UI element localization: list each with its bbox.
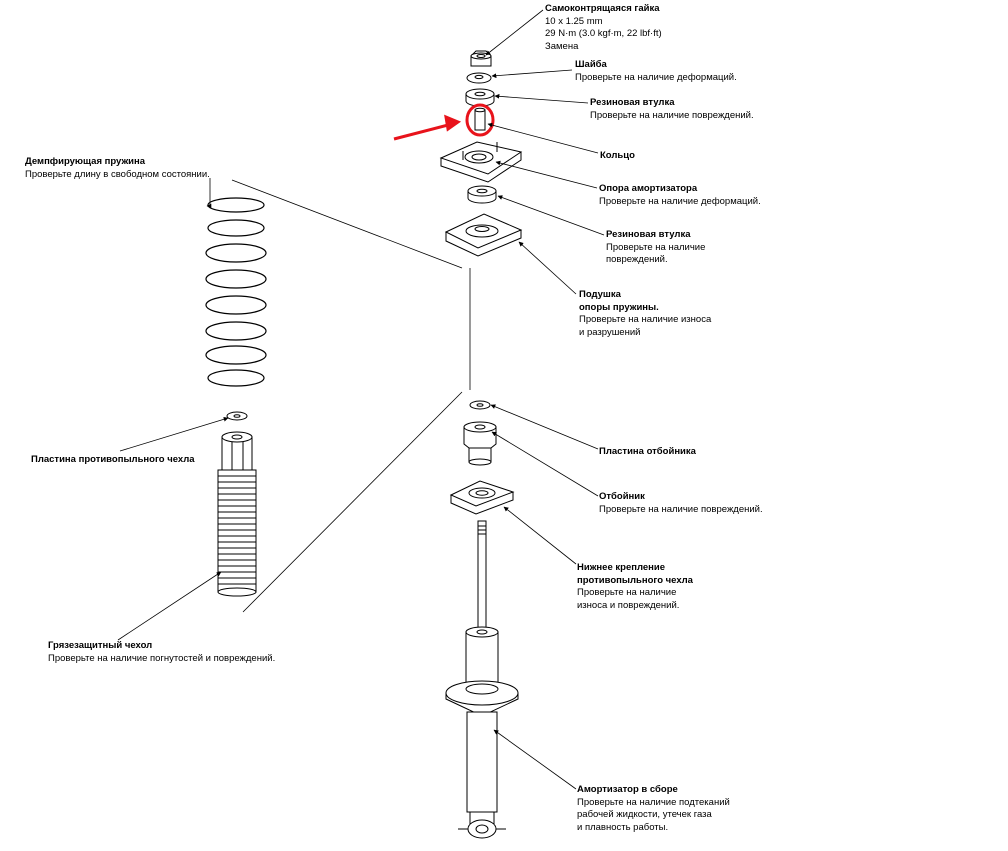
label-title: Пластина противопыльного чехла xyxy=(31,454,195,465)
label-collar: Кольцо xyxy=(600,150,635,163)
label-line: и разрушений xyxy=(579,326,641,338)
highlight-circle xyxy=(465,103,495,137)
label-line: Проверьте на наличие деформаций. xyxy=(599,195,761,207)
shock-mount-part xyxy=(439,141,523,183)
label-washer: Шайба Проверьте на наличие деформаций. xyxy=(575,59,737,84)
label-self-locking-nut: Самоконтрящаяся гайка 10 x 1.25 mm 29 N·… xyxy=(545,3,662,53)
label-line: Проверьте на наличие повреждений. xyxy=(599,503,763,515)
label-title: Подушка xyxy=(579,289,621,300)
red-arrow-icon xyxy=(393,114,462,141)
label-line: Проверьте на наличие износа xyxy=(579,314,712,325)
label-line: Проверьте на наличие xyxy=(577,587,677,598)
label-title: Демпфирующая пружина xyxy=(25,156,146,167)
label-lower-rubber-bushing: Резиновая втулка Проверьте на наличие по… xyxy=(606,229,705,267)
label-title: Амортизатор в сборе xyxy=(577,784,678,795)
label-title: Самоконтрящаяся гайка xyxy=(545,3,660,14)
label-damper-spring: Демпфирующая пружина Проверьте длину в с… xyxy=(25,156,210,181)
label-line: износа и повреждений. xyxy=(577,599,680,611)
label-line: и плавность работы. xyxy=(577,821,669,833)
label-title: Резиновая втулка xyxy=(590,97,675,108)
label-line: Проверьте на наличие погнутостей и повре… xyxy=(48,652,276,664)
label-line: Замена xyxy=(545,40,579,52)
shock-absorber-part xyxy=(445,520,519,839)
bump-stop-part xyxy=(463,421,497,466)
label-line: рабочей жидкости, утечек газа xyxy=(577,809,712,820)
label-line: Проверьте на наличие повреждений. xyxy=(590,109,754,121)
label-line: повреждений. xyxy=(606,254,668,265)
label-title: Отбойник xyxy=(599,491,645,502)
label-dust-boot: Грязезащитный чехол Проверьте на наличие… xyxy=(48,640,275,665)
dust-boot-lower-mount-part xyxy=(449,480,515,515)
label-line: Проверьте на наличие xyxy=(606,241,706,253)
upper-rubber-bushing-part xyxy=(465,88,495,107)
label-upper-rubber-bushing: Резиновая втулка Проверьте на наличие по… xyxy=(590,97,754,122)
leader-lines xyxy=(117,9,605,790)
dust-cover-plate-part xyxy=(226,411,248,421)
label-title: Опора амортизатора xyxy=(599,183,698,194)
label-line: Проверьте длину в свободном состоянии. xyxy=(25,168,210,180)
label-line: Проверьте на наличие деформаций. xyxy=(575,71,737,83)
damper-spring-part xyxy=(205,197,267,387)
label-dust-boot-lower-mount: Нижнее крепление противопыльного чехла П… xyxy=(577,562,693,612)
label-bump-stop: Отбойник Проверьте на наличие повреждени… xyxy=(599,491,763,516)
label-dust-cover-plate: Пластина противопыльного чехла xyxy=(31,454,195,467)
spring-seat-cushion-part xyxy=(444,213,523,257)
lower-rubber-bushing-part xyxy=(467,185,497,204)
label-line: 10 x 1.25 mm xyxy=(545,15,603,27)
washer-part xyxy=(466,72,492,84)
label-title: Пластина отбойника xyxy=(599,446,696,457)
label-title: Резиновая втулка xyxy=(606,229,691,240)
label-title-line: противопыльного чехла xyxy=(577,574,693,586)
label-shock-absorber: Амортизатор в сборе Проверьте на наличие… xyxy=(577,784,730,834)
label-bump-stop-plate: Пластина отбойника xyxy=(599,446,696,459)
label-line: Проверьте на наличие подтеканий xyxy=(577,796,730,808)
label-shock-mount: Опора амортизатора Проверьте на наличие … xyxy=(599,183,761,208)
label-spring-seat-cushion: Подушка опоры пружины. Проверьте на нали… xyxy=(579,289,711,339)
collar-part xyxy=(474,107,486,131)
label-title: Нижнее крепление xyxy=(577,562,666,573)
label-title: Шайба xyxy=(575,59,607,70)
dust-boot-part xyxy=(217,431,257,597)
label-title: Кольцо xyxy=(600,150,635,161)
label-title-line: опоры пружины. xyxy=(579,301,659,313)
assembly-lines xyxy=(231,179,471,613)
bump-stop-plate-part xyxy=(469,400,491,410)
label-line: 29 N·m (3.0 kgf·m, 22 lbf·ft) xyxy=(545,28,662,39)
label-title: Грязезащитный чехол xyxy=(48,640,153,651)
